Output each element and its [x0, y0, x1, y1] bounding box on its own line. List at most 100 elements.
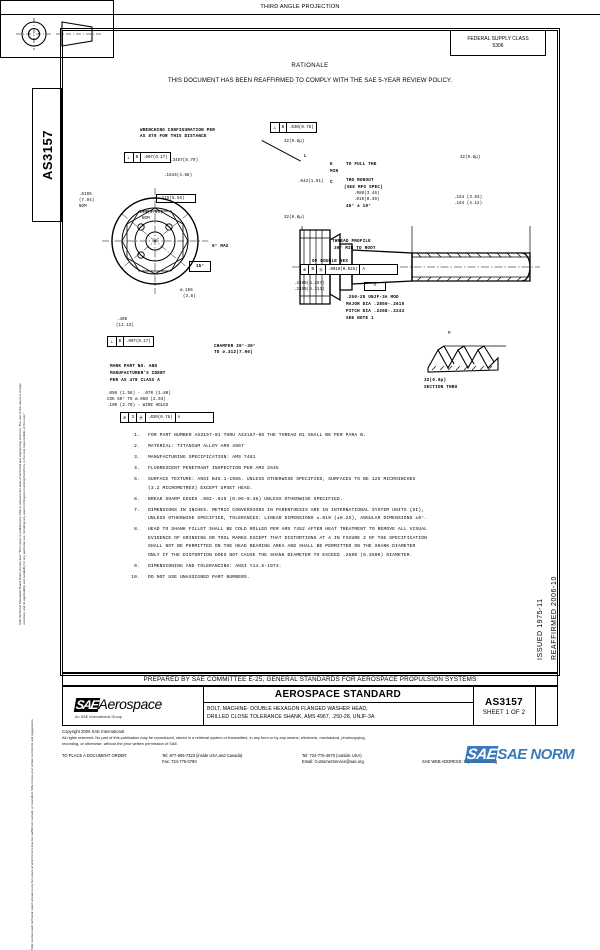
note-line: FLUORESCENT PENETRANT INSPECTION PER AMS…	[148, 465, 279, 471]
engineering-drawing: WRENCHING CONFIGURATION PER AS 870 FOR T…	[62, 96, 558, 426]
document-number-cell: AS3157 SHEET 1 OF 2	[473, 687, 536, 725]
dwg-angle-15: 15°	[195, 263, 205, 269]
title-cell: AEROSPACE STANDARD BOLT, MACHINE- DOUBLE…	[203, 687, 474, 725]
note-text: BREAK SHARP EDGES .002-.015 (0.05-0.38) …	[148, 496, 548, 505]
notes-list: 1. FOR PART NUMBER AS3157-01 THRU AS3157…	[128, 432, 548, 585]
note-number: 3.	[134, 454, 140, 460]
dwg-label-wrenching-1: WRENCHING CONFIGURATION PER	[140, 128, 216, 133]
note-line: SURFACE TEXTURE: ANSI B46.1-1985. UNLESS…	[148, 476, 416, 482]
hex-head-front-view	[102, 188, 208, 294]
dwg-dim-3487: .3487(8.79)	[170, 159, 199, 163]
dwg-label-mark-2: MANUFACTURER'S IDENT	[110, 371, 166, 376]
dwg-thread-spec-3: PITCH DIA .2268-.2243	[346, 309, 405, 314]
dwg-dim-wirehole-1: .050 (1.56) - .070 (1.80)	[107, 392, 171, 396]
note-line: EVIDENCE OF GRINDING OR TOOL MARKS EXCEP…	[148, 535, 428, 541]
note-number: 5.	[134, 476, 140, 482]
fcf-position-wirehole: ⊕ 3 Ⓜ .030(0.76) A	[120, 412, 214, 423]
document-number-tab: AS3157	[32, 88, 62, 222]
note-number: 9.	[134, 563, 140, 569]
dwg-dim-5195-nom: NOM	[79, 205, 87, 209]
order-email: Email: CustomerService@sae.org	[302, 759, 364, 765]
note-number: 10.	[131, 574, 140, 580]
note-line: (3.2 MICROMETRES) EXCEPT UPSET HEAD.	[148, 485, 253, 491]
fcf-tol-3: .030(0.76)	[146, 413, 176, 422]
dwg-finish-thread-profile: M	[448, 332, 451, 336]
dwg-finish-32-side: 32(0.8µ)	[284, 216, 305, 220]
watermark-mark: SAE	[464, 746, 499, 763]
sheet-number: SHEET 1 OF 2	[482, 709, 526, 716]
revision-cell	[535, 687, 559, 725]
fcf-tol: .007(0.17)	[143, 155, 168, 160]
fcf-datum-a-2: A	[362, 267, 365, 272]
dwg-dim-154: .154 (3.63)	[454, 196, 483, 200]
note-text: MATERIAL: TITANIUM ALLOY AMS 4967	[148, 443, 548, 452]
order-tel-us: Tel: 877-606-7323 (inside USA and Canada…	[162, 753, 243, 758]
drawing-frame-outer	[60, 28, 560, 676]
fcf-tol-5: .0010(0.026)	[326, 265, 361, 274]
fcf-matcond-2: Ⓜ	[317, 265, 326, 274]
note-line: SHALL NOT BE PERMITTED ON THE HEAD BEARI…	[148, 544, 416, 550]
note-number: 8.	[134, 527, 140, 533]
note-text: DIMENSIONS IN INCHES. METRIC CONVERSIONS…	[148, 507, 548, 524]
dwg-label-wrenching-2: AS 870 FOR THIS DISTANCE	[140, 134, 207, 139]
datum-a-label: A	[373, 283, 377, 288]
dwg-dim-wirehole-3: .100 (2.79) - WIRE HOLES	[107, 404, 169, 408]
rationale-title: RATIONALE	[291, 63, 329, 69]
note-line: HEAD TO SHANK FILLET SHALL BE COLD ROLLE…	[148, 527, 428, 533]
note-item: 2. MATERIAL: TITANIUM ALLOY AMS 4967	[128, 443, 548, 452]
fcf-count-3: 3	[129, 413, 137, 422]
dwg-label-thread-profile: SECTION THRU	[424, 385, 458, 390]
rationale-text: THIS DOCUMENT HAS BEEN REAFFIRMED TO COM…	[167, 78, 453, 84]
note-item: 10. DO NOT USE UNASSIGNED PART NUMBERS.	[128, 574, 548, 583]
dwg-dim-5195-mm: (7.94)	[79, 199, 95, 203]
fcf-datum-b-3: B	[280, 123, 288, 132]
document-number: AS3157	[485, 696, 523, 708]
prepared-by-text: PREPARED BY SAE COMMITTEE E-25, GENERAL …	[143, 675, 477, 683]
fcf-perp-head: ⊥ B .007(0.17)	[124, 152, 171, 163]
note-text: SURFACE TEXTURE: ANSI B46.1-1985. UNLESS…	[148, 476, 548, 493]
order-row-1: TO PLACE A DOCUMENT ORDER: Tel: 877-606-…	[62, 753, 562, 759]
fcf-datum-a: A	[177, 415, 181, 420]
dwg-angle-15-box: 15°	[189, 261, 211, 272]
note-text: DO NOT USE UNASSIGNED PART NUMBERS.	[148, 574, 548, 583]
note-item: 3. MANUFACTURING SPECIFICATION: AMS 7461	[128, 454, 548, 463]
dwg-label-mark-3: PER AS 478 CLASS A	[110, 378, 161, 383]
dwg-label-5deg-max: 5° MAX	[212, 244, 229, 249]
note-line: UNLESS OTHERWISE SPECIFIED, TOLERANCES: …	[148, 516, 428, 522]
dwg-label-chamfer-dia: TO ø.312(7.90)	[214, 350, 253, 355]
third-angle-caption: THIRD ANGLE PROJECTION	[0, 0, 600, 15]
fcf-tol-4: .030(0.76)	[289, 125, 314, 130]
dwg-dim-408: .408	[117, 318, 128, 322]
dwg-finish-32-top: 32(0.8µ)	[284, 140, 305, 144]
note-item: 8. HEAD TO SHANK FILLET SHALL BE COLD RO…	[128, 526, 548, 560]
dwg-dim-dia156: ø.156	[180, 289, 193, 293]
prepared-by-bar: PREPARED BY SAE COMMITTEE E-25, GENERAL …	[62, 672, 558, 686]
sae-norm-watermark: SAESAE NORM	[464, 746, 575, 763]
dwg-dim-L: L	[304, 154, 307, 159]
note-line: FOR PART NUMBER AS3157-01 THRU AS3157-06…	[148, 433, 367, 438]
order-fax: Fax: 724-776-0790	[162, 759, 197, 765]
dwg-dim-144: .144(3.65)	[137, 211, 163, 215]
third-angle-symbol-icon	[16, 18, 101, 50]
dwg-label-K-min: MIN	[330, 169, 339, 174]
legal-notice-left-2: SAE reviews each technical report at lea…	[30, 700, 34, 950]
order-tel-intl: Tel: 724-776-4970 (outside USA)	[302, 753, 362, 758]
fcf-datum-b-4: B	[309, 265, 317, 274]
dwg-label-30deg-min-1: THREAD PROFILE	[332, 239, 371, 244]
order-spacer	[62, 759, 162, 765]
dwg-dim-408-mm: (11.13)	[116, 324, 134, 328]
sae-mark: SAE	[73, 698, 100, 712]
third-angle-projection-box: THIRD ANGLE PROJECTION	[0, 0, 600, 58]
watermark-text: SAE NORM	[497, 746, 575, 763]
dwg-thread-spec-1: .250-28 UNJF-3A MOD	[346, 295, 399, 300]
dwg-dim-010: .010(0.39)	[354, 198, 380, 202]
fsc-label: FEDERAL SUPPLY CLASS	[467, 36, 529, 42]
dwg-label-mark-1: MARK PART NO. AND	[110, 364, 158, 369]
note-text: DIMENSIONING AND TOLERANCING: ANSI Y14.5…	[148, 563, 548, 572]
note-line: MANUFACTURING SPECIFICATION: AMS 7461	[148, 454, 256, 460]
dwg-label-30deg-min-2: 30° MIN TO ROOT	[334, 246, 376, 251]
note-line: MATERIAL: TITANIUM ALLOY AMS 4967	[148, 443, 244, 449]
dwg-dim-1844: .1844(4.68)	[164, 174, 193, 178]
note-number: 2.	[134, 443, 140, 449]
fcf-sym-position-2: ⊕	[301, 265, 310, 274]
